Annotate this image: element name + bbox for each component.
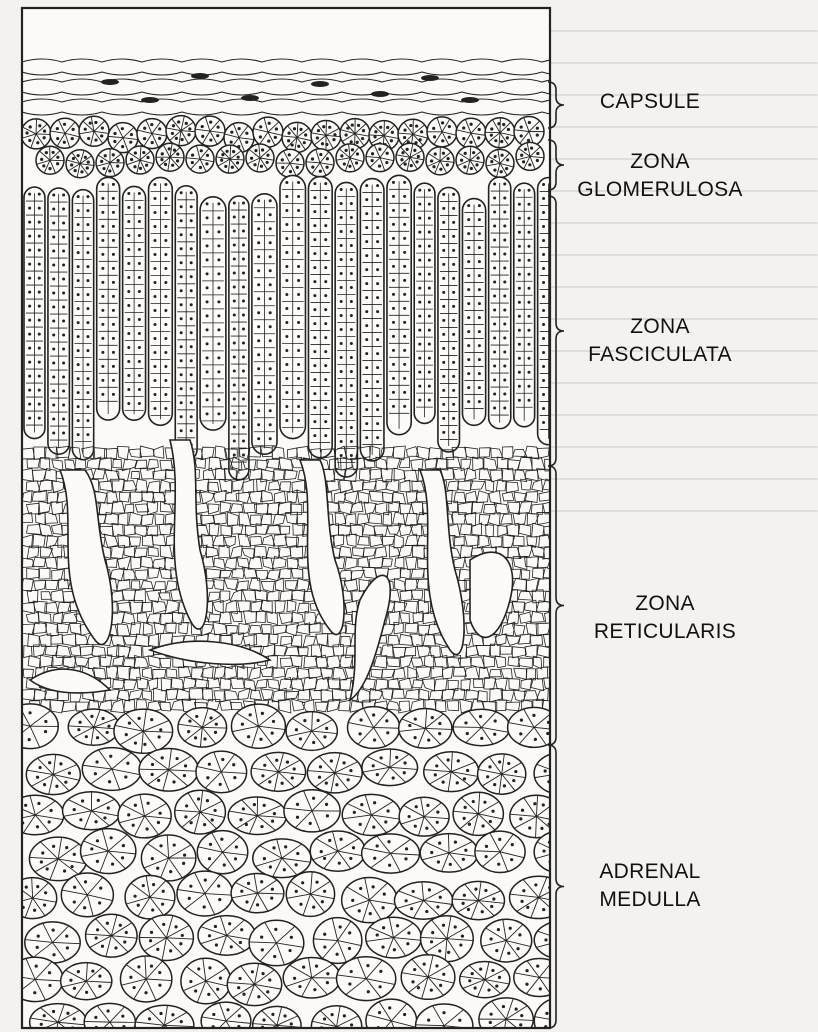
label-medulla-line2: MEDULLA [570, 886, 730, 914]
histology-figure [2, 8, 593, 1032]
label-capsule-line1: CAPSULE [585, 88, 715, 116]
label-zona-glomerulosa: ZONA GLOMERULOSA [570, 148, 750, 204]
label-reticularis-line2: RETICULARIS [575, 618, 755, 646]
label-capsule: CAPSULE [585, 88, 715, 116]
label-zona-reticularis: ZONA RETICULARIS [575, 590, 755, 646]
label-glomerulosa-line1: ZONA [570, 148, 750, 176]
label-medulla-line1: ADRENAL [570, 858, 730, 886]
label-adrenal-medulla: ADRENAL MEDULLA [570, 858, 730, 914]
label-fasciculata-line2: FASCICULATA [570, 341, 750, 369]
label-reticularis-line1: ZONA [575, 590, 755, 618]
label-zona-fasciculata: ZONA FASCICULATA [570, 313, 750, 369]
label-glomerulosa-line2: GLOMERULOSA [570, 176, 750, 204]
label-fasciculata-line1: ZONA [570, 313, 750, 341]
